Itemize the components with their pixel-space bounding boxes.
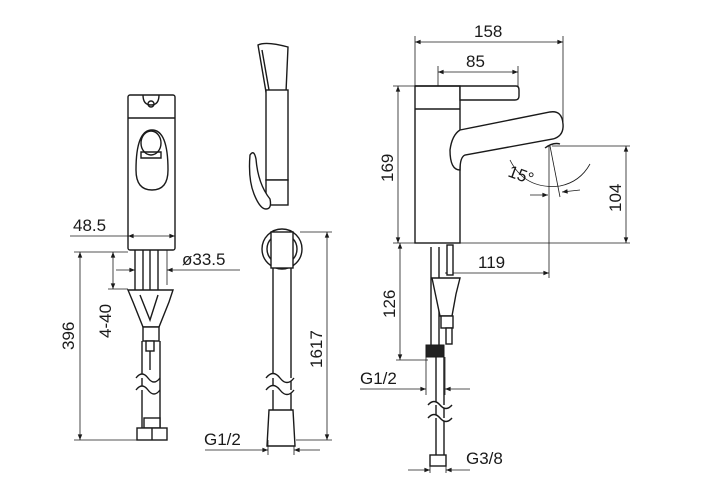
fixing-bracket xyxy=(126,289,174,328)
shower-head xyxy=(257,42,289,93)
inlet-nut xyxy=(425,344,445,358)
spout-angle-label: 15° xyxy=(506,162,537,189)
hose-nut-side xyxy=(429,454,447,467)
wall-holder-ring xyxy=(261,228,303,270)
spout-height-label: 104 xyxy=(606,184,625,212)
height-dimension-label: 169 xyxy=(378,154,397,182)
side-fixing-bracket xyxy=(431,277,461,317)
counter-thickness-dimension-label: 4-40 xyxy=(96,304,115,338)
faucet-body-front xyxy=(127,94,176,251)
lever-length-label: 85 xyxy=(466,52,485,71)
hose-thread-label: G3/8 xyxy=(466,449,503,468)
shower-connection-label: G1/2 xyxy=(204,430,241,449)
spout xyxy=(449,111,564,171)
front-view: 48.5 396 4-40 ø33.5 xyxy=(59,94,240,441)
shower-trigger xyxy=(248,152,272,210)
hand-shower-view: 1617 G1/2 xyxy=(204,42,332,455)
hose-end-fitting xyxy=(266,409,296,447)
shank-length-label: 126 xyxy=(380,290,399,318)
lever-handle-side xyxy=(415,85,520,101)
overall-depth-label: 158 xyxy=(474,22,502,41)
inlet-thread-label: G1/2 xyxy=(360,369,397,388)
diameter-dimension-label: ø33.5 xyxy=(182,250,225,269)
hose-length-dimension-label: 1617 xyxy=(307,330,326,368)
width-dimension-label: 48.5 xyxy=(73,216,106,235)
side-view: 15° 158 85 169 104 119 126 xyxy=(360,22,630,473)
total-length-dimension-label: 396 xyxy=(59,322,78,350)
spout-reach-label: 119 xyxy=(478,253,505,272)
